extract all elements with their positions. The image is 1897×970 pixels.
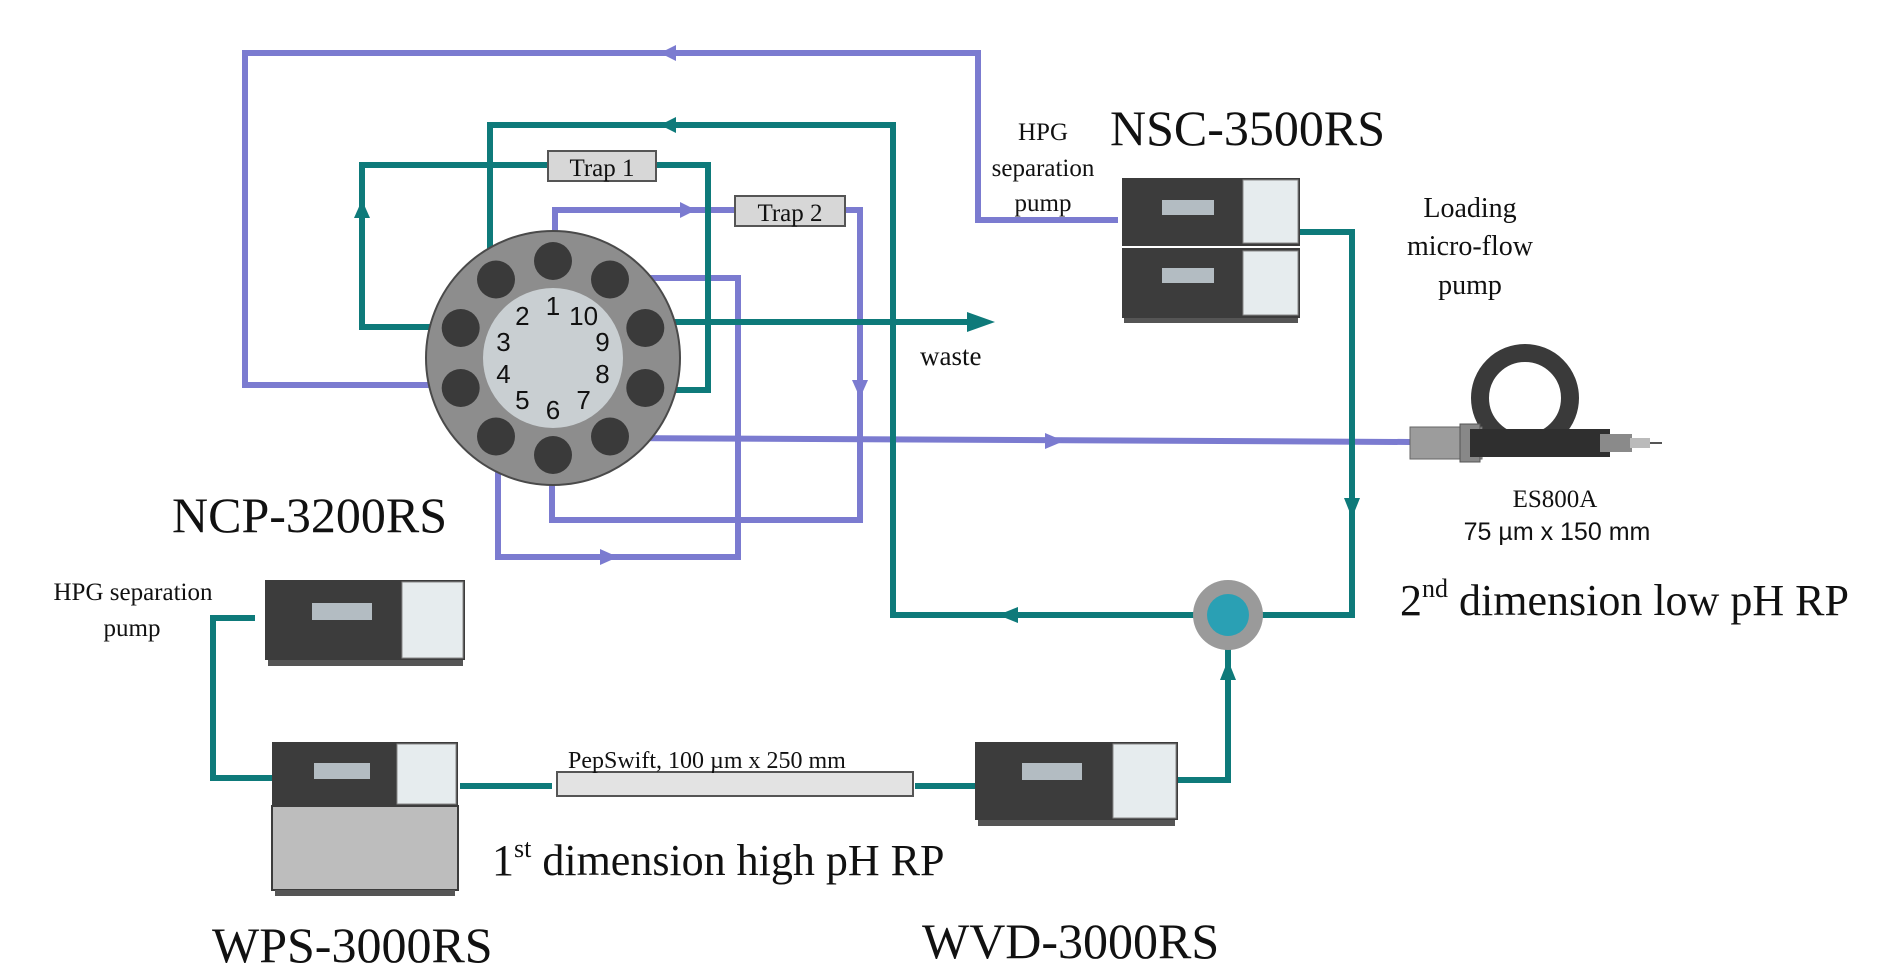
purple-to-emitter	[604, 435, 1411, 445]
teal-top-loop	[487, 122, 1195, 618]
wvd-title: WVD-3000RS	[922, 913, 1219, 969]
wvd-detector	[975, 742, 1178, 826]
column2-name: ES800A	[1513, 486, 1598, 513]
arrow-purple-trap2	[680, 202, 696, 218]
arrow-purple-top	[660, 45, 676, 61]
valve-port-hole	[477, 260, 515, 299]
valve-port-number: 4	[496, 359, 510, 389]
valve-port-hole	[477, 417, 515, 456]
arrow-waste	[967, 312, 995, 332]
nsc-title: NSC-3500RS	[1110, 100, 1385, 156]
arrow-teal-down	[1344, 498, 1360, 518]
arrow-purple-down	[852, 380, 868, 398]
teal-loading-return	[1262, 229, 1355, 618]
valve-port-number: 8	[595, 359, 609, 389]
loading-label-1: Loading	[1423, 193, 1516, 224]
valve-port-hole	[534, 242, 572, 280]
valve-port-number: 10	[569, 301, 598, 331]
valve-port-number: 7	[576, 385, 590, 415]
tee-mixer-icon	[1193, 580, 1263, 650]
valve-port-number: 9	[595, 327, 609, 357]
ncp-pump	[265, 580, 465, 666]
flow-arrows	[354, 45, 1360, 680]
nano-emitter-icon	[1409, 344, 1662, 463]
valve-port-hole	[591, 260, 629, 299]
column1-label: PepSwift, 100 µm x 250 mm	[568, 748, 846, 774]
teal-ncp-wps	[210, 615, 272, 781]
nsc-pump-stack	[1122, 178, 1300, 323]
arrow-purple-emitter	[1045, 433, 1064, 449]
hpg-left-label-2: pump	[104, 615, 161, 642]
purple-outer-loop	[242, 50, 1118, 560]
dim2-label: 2nd dimension low pH RP	[1400, 574, 1849, 625]
dim1-label: 1st dimension high pH RP	[492, 834, 945, 885]
arrow-teal-up-tee	[1220, 660, 1236, 680]
trap-1-label: Trap 1	[569, 155, 634, 182]
hpg-top-label-3: pump	[1015, 190, 1072, 217]
valve-port-number: 6	[546, 395, 560, 425]
text-labels: NSC-3500RS HPG separation pump Loading m…	[54, 100, 1849, 970]
valve-port-number: 3	[496, 327, 510, 357]
valve-port-number: 1	[546, 291, 560, 321]
column-pepswift	[556, 771, 914, 797]
waste-label: waste	[920, 341, 981, 371]
valve-port-number: 2	[515, 301, 529, 331]
hpg-top-label-1: HPG	[1018, 119, 1068, 146]
loading-label-2: micro-flow	[1407, 231, 1534, 262]
column2-dims: 75 µm x 150 mm	[1464, 518, 1651, 546]
valve-port-hole	[441, 309, 480, 347]
trap-1: Trap 1	[547, 150, 657, 182]
arrow-purple-bottom	[600, 549, 618, 565]
trap-2-label: Trap 2	[757, 200, 822, 227]
hpg-left-label-1: HPG separation	[54, 579, 213, 606]
valve-port-hole	[626, 309, 665, 347]
valve-port-hole	[591, 417, 629, 456]
arrow-teal-top	[660, 117, 676, 133]
trap-2: Trap 2	[734, 195, 846, 227]
valve-port-hole	[441, 369, 480, 407]
valve-port-holes	[441, 242, 665, 474]
arrow-teal-up	[354, 200, 370, 218]
loading-label-3: pump	[1438, 270, 1502, 301]
valve-port-hole	[626, 369, 665, 407]
arrow-teal-left	[998, 607, 1018, 623]
valve-port-number: 5	[515, 385, 529, 415]
wps-autosampler	[271, 742, 459, 896]
ncp-title: NCP-3200RS	[172, 487, 447, 543]
wps-title: WPS-3000RS	[212, 917, 493, 970]
teal-wvd-tee	[1178, 648, 1231, 783]
hpg-top-label-2: separation	[992, 155, 1095, 182]
valve-port-hole	[534, 436, 572, 474]
